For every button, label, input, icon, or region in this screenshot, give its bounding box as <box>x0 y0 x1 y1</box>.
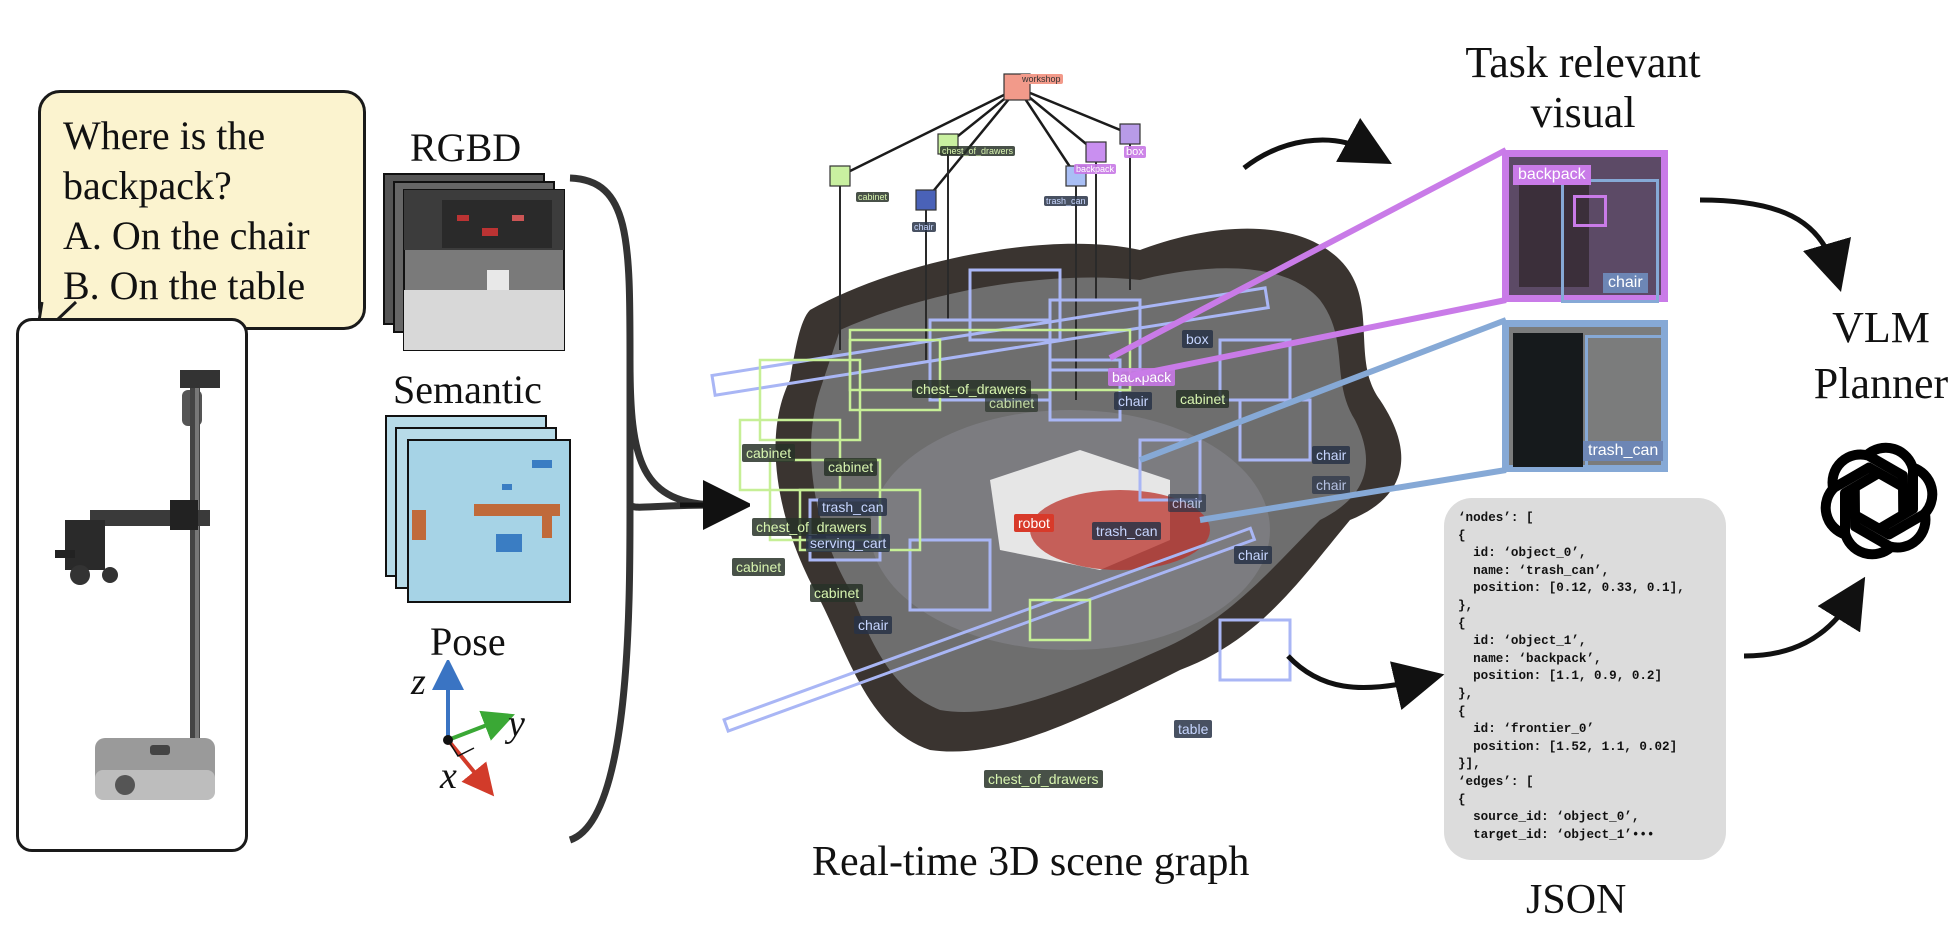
json-caption: JSON <box>1526 877 1627 923</box>
memory-image-1-chair-label: chair <box>1603 273 1648 293</box>
scene-label-robot: robot <box>1014 514 1054 532</box>
scene-label-chair-2: chair <box>1312 446 1351 464</box>
pose-axes <box>432 660 515 797</box>
memory-image-2-box <box>1585 335 1665 469</box>
scene-label-trash-can-1: trash_can <box>818 498 888 516</box>
question-bubble: Where is the backpack? A. On the chair B… <box>38 90 366 330</box>
scene-label-cabinet-6: cabinet <box>810 584 864 602</box>
axis-x-label: x <box>440 755 457 797</box>
question-line-1: Where is the <box>63 113 266 158</box>
scene-label-chair-6: chair <box>1234 546 1273 564</box>
memory-image-2-trash-object <box>1513 333 1583 467</box>
node-label-chair: chair <box>912 222 936 232</box>
question-line-2: backpack? <box>63 163 232 208</box>
scene-label-cabinet-5: cabinet <box>732 558 786 576</box>
planner-title: VLM Planner <box>1796 300 1958 412</box>
memory-image-1-chair-box <box>1561 179 1659 303</box>
axis-y-label: y <box>508 703 525 745</box>
scene-label-cabinet-3: cabinet <box>742 444 796 462</box>
memory-image-1-backpack-box <box>1573 195 1607 227</box>
node-label-box: box <box>1124 146 1146 158</box>
rgbd-image-stack <box>383 173 565 351</box>
memory-image-1-shelf <box>1519 167 1589 287</box>
semantic-label: Semantic <box>393 367 542 412</box>
scene-label-cabinet-4: cabinet <box>824 458 878 476</box>
scene-label-table: table <box>1174 720 1213 738</box>
scene-label-chair-5: chair <box>854 616 893 634</box>
scene-label-chest-of-drawers-2: chest_of_drawers <box>752 518 871 536</box>
arrow-json-to-planner <box>1743 576 1866 659</box>
pose-label: Pose <box>430 619 506 664</box>
rgbd-label: RGBD <box>410 125 522 170</box>
memory-image-2-trash-label: trash_can <box>1583 441 1664 461</box>
planner-title-line-2: Planner <box>1813 359 1949 408</box>
scene-label-cabinet-2: cabinet <box>1176 390 1230 408</box>
arrow-memory-to-planner <box>1699 197 1851 292</box>
planner-title-line-1: VLM <box>1832 303 1930 352</box>
scene-label-serving-cart: serving_cart <box>806 534 891 552</box>
input-merge-bracket <box>568 174 750 844</box>
semantic-image-stack <box>385 415 571 603</box>
scene-label-cabinet-top: cabinet <box>985 394 1039 412</box>
scene-graph-caption: Real-time 3D scene graph <box>812 839 1250 885</box>
question-line-4: B. On the table <box>63 263 306 308</box>
node-label-chest-of-drawers: chest_of_drawers <box>940 146 1016 156</box>
memory-title-line-1: Task relevant <box>1465 38 1701 87</box>
memory-projection-lines <box>1108 147 1508 523</box>
node-label-cabinet: cabinet <box>856 192 890 202</box>
node-label-backpack: backpack <box>1074 164 1117 174</box>
memory-image-backpack: backpack chair <box>1502 150 1668 303</box>
scene-graph-3d <box>710 73 1402 752</box>
openai-logo-icon <box>1820 442 1938 560</box>
memory-image-trash-can: trash_can <box>1502 320 1668 472</box>
scene-label-chest-of-drawers-3: chest_of_drawers <box>984 770 1103 788</box>
scene-label-chest-of-drawers-1: chest_of_drawers <box>912 380 1031 398</box>
scene-label-box: box <box>1182 330 1213 348</box>
node-label-trash-can: trash_can <box>1044 196 1088 206</box>
json-code-box: ‘nodes’: [ { id: ‘object_0’, name: ‘tras… <box>1444 498 1726 860</box>
axis-z-label: z <box>411 661 426 703</box>
scene-label-trash-can-2: trash_can <box>1092 522 1162 540</box>
scene-label-chair-3: chair <box>1312 476 1351 494</box>
memory-image-1-backpack-label: backpack <box>1513 165 1591 185</box>
question-line-3: A. On the chair <box>63 213 310 258</box>
scene-label-chair-4: chair <box>1168 494 1207 512</box>
node-label-workshop: workshop <box>1020 74 1063 84</box>
robot-illustration <box>55 370 220 800</box>
scene-label-chair-1: chair <box>1114 392 1153 410</box>
